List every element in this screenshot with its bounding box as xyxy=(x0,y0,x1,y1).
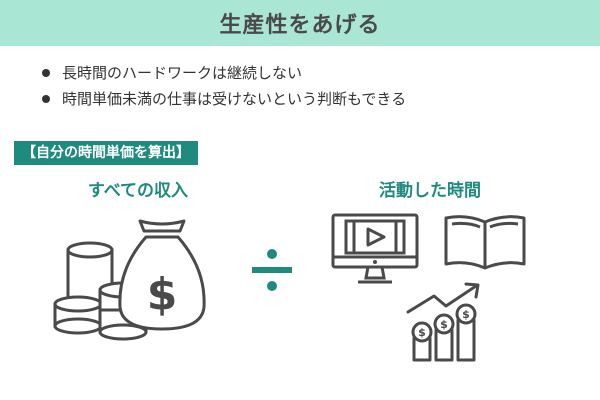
video-monitor-icon xyxy=(331,213,419,284)
money-bag-icon: $ xyxy=(118,219,206,331)
bullet-text: 長時間のハードワークは継続しない xyxy=(62,64,303,82)
coin-dollar-label: $ xyxy=(418,326,426,339)
bullet-item: 時間単価未満の仕事は受けないという判断もできる xyxy=(40,86,406,112)
divide-icon xyxy=(252,249,292,291)
income-heading: すべての収入 xyxy=(87,181,189,201)
dollar-sign: $ xyxy=(147,269,178,320)
section-label: 【自分の時間単価を算出】 xyxy=(14,141,198,165)
growth-chart-icon: $ $ $ xyxy=(406,282,480,362)
open-book-icon xyxy=(444,215,526,270)
coin-dollar-label: $ xyxy=(440,318,448,331)
coin-dollar-label: $ xyxy=(462,308,470,321)
bullet-text: 時間単価未満の仕事は受けないという判断もできる xyxy=(62,90,407,108)
bullet-dot xyxy=(42,69,50,77)
bullet-item: 長時間のハードワークは継続しない xyxy=(40,60,406,86)
bullet-list: 長時間のハードワークは継続しない 時間単価未満の仕事は受けないという判断もできる xyxy=(40,60,406,112)
bullet-dot xyxy=(42,95,50,103)
page-title: 生産性をあげる xyxy=(219,13,381,38)
time-heading: 活動した時間 xyxy=(379,181,481,201)
title-bar: 生産性をあげる xyxy=(0,0,600,46)
